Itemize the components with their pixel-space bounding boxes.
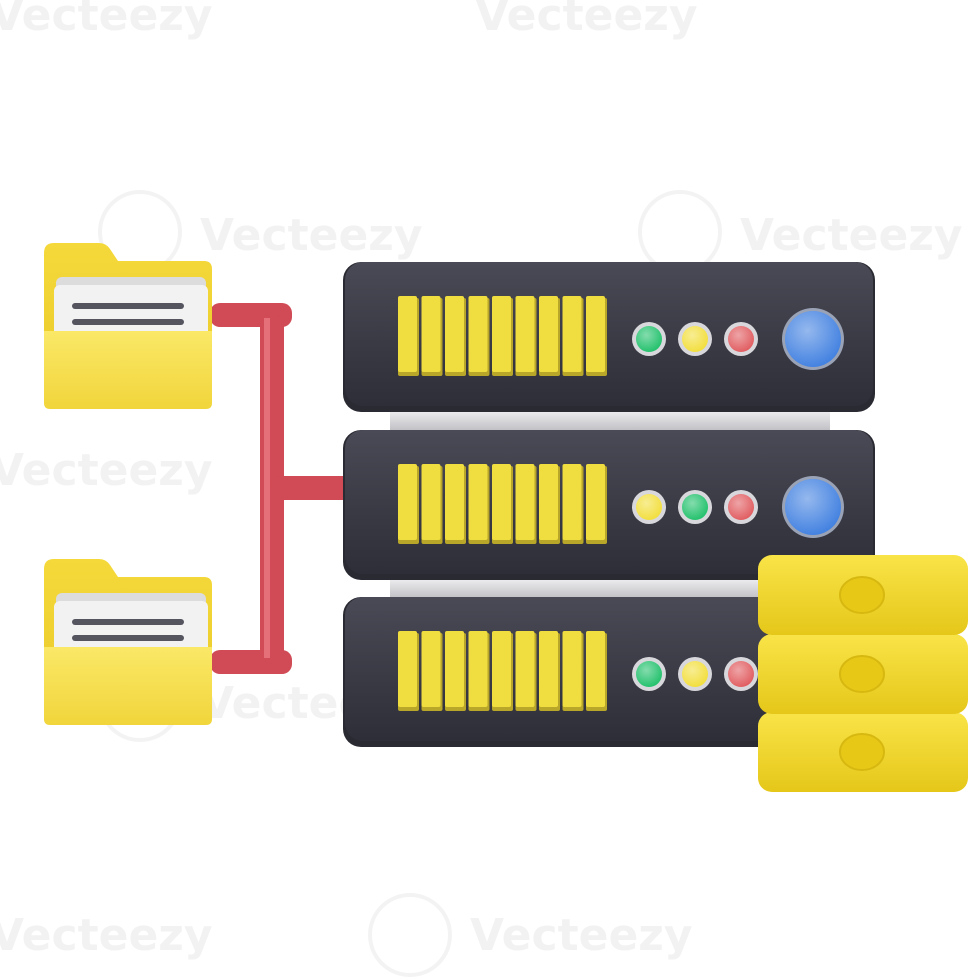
watermark-text: Vecteezy (200, 210, 423, 261)
folder-icon (44, 559, 212, 725)
connector-pipe-icon (210, 303, 354, 674)
watermark-text: Vecteezy (0, 0, 213, 41)
database-disk (758, 712, 968, 792)
watermark-logo-icon (638, 190, 722, 274)
database-icon (758, 555, 968, 792)
database-disk (758, 634, 968, 714)
folder-icon (44, 243, 212, 409)
watermark-text: Vecteezy (470, 910, 693, 961)
server-stack (343, 262, 875, 747)
watermark-text: Vecteezy (740, 210, 963, 261)
server-unit-icon (343, 597, 875, 747)
server-unit-icon (343, 430, 875, 580)
server-unit-icon (343, 262, 875, 412)
database-disk (758, 555, 968, 635)
watermark-logo-icon (368, 893, 452, 977)
watermark-text: Vecteezy (0, 445, 213, 496)
server-rail (390, 408, 830, 434)
watermark-text: Vecteezy (475, 0, 698, 41)
watermark-text: Vecteezy (0, 910, 213, 961)
